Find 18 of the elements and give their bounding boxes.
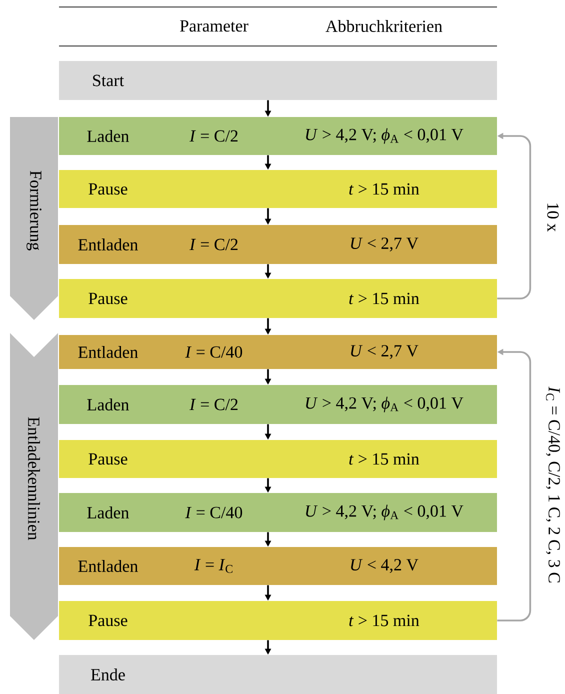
step-bar: Entladen I = C/2 U < 2,7 V <box>59 225 497 264</box>
step-bar: Pause t > 15 min <box>59 279 497 318</box>
step-bar: Pause t > 15 min <box>59 440 497 478</box>
phase-chevron: Entladekennlinien <box>10 333 58 640</box>
column-header: Parameter <box>180 20 248 32</box>
edge-label: 10 x <box>547 204 559 232</box>
step-bar: Entladen I = C/40 U < 2,7 V <box>59 335 497 369</box>
step-bar: Pause t > 15 min <box>59 170 497 208</box>
edge-label: I$_{C}$ = C/40, C/2, 1 C, 2 C, 3 C <box>546 386 560 582</box>
step-bar: Laden I = C/2 U > 4,2 V; ϕ$_{A}$ < 0,01 V <box>59 385 497 424</box>
step-bar: Laden I = C/2 U > 4,2 V; ϕ$_{A}$ < 0,01 V <box>59 117 497 155</box>
step-bar: Start <box>59 61 497 100</box>
step-bar: Pause t > 15 min <box>59 601 497 640</box>
phase-chevron: Formierung <box>10 117 58 320</box>
step-bar: Laden I = C/40 U > 4,2 V; ϕ$_{A}$ < 0,01 V <box>59 493 497 532</box>
step-bar: Entladen I = I$_{C}$ U < 4,2 V <box>59 547 497 585</box>
step-bar: Ende <box>59 655 497 694</box>
column-header: Abbruchkriterien <box>326 20 442 32</box>
